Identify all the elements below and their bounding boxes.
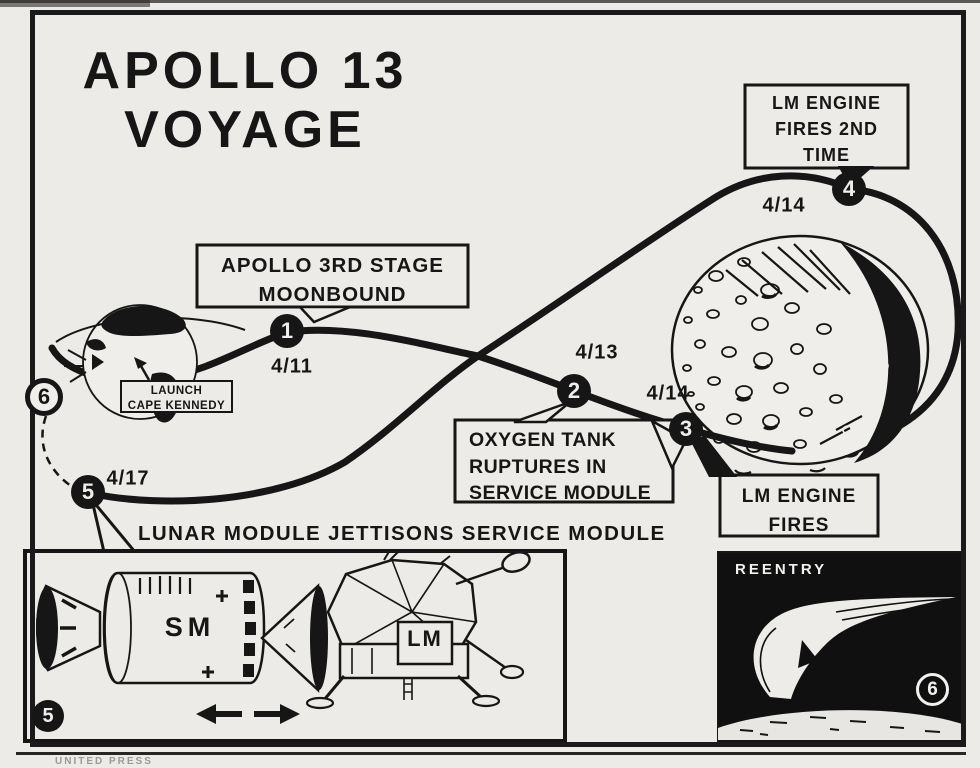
moon-illustration: [670, 234, 930, 481]
callout-boxes: [120, 83, 910, 538]
continent-blob: [86, 339, 106, 351]
continent-north-america: [101, 305, 186, 336]
reentry-ground-horizon: [718, 710, 962, 740]
credit-text: UNITED PRESS: [55, 756, 153, 767]
sm-illustration: [36, 571, 266, 685]
title-line-2: VOYAGE: [124, 101, 366, 160]
lm-illustration: [305, 549, 531, 710]
moon-crater-shadows: [736, 292, 779, 431]
moon-hatching: [725, 243, 863, 445]
inset-separation-box: [23, 549, 567, 743]
date-label-5: 4/17: [106, 467, 150, 490]
callout-box-launch: [120, 380, 233, 413]
callout-box-lm-engine: [718, 473, 880, 538]
reentry-descent-dashed-line: [41, 415, 72, 488]
title-line-1: APOLLO 13: [82, 42, 408, 100]
photo-edge-top: [0, 0, 980, 3]
photo-edge-bottom: [16, 752, 966, 755]
photo-edge-corner: [0, 0, 150, 7]
cape-kennedy-arrow: [134, 357, 151, 381]
date-label-2: 4/13: [575, 341, 619, 364]
date-label-4: 4/14: [762, 194, 806, 217]
inset-marker-5: 5: [32, 700, 64, 732]
date-label-1: 4/11: [271, 355, 313, 378]
waypoint-marker-4: 4: [832, 172, 866, 206]
callout-box-oxygen-tank: [453, 418, 675, 504]
lm-label: LM: [407, 626, 443, 651]
sm-label: SM: [164, 612, 216, 642]
moon-craters: [682, 257, 843, 453]
moon-shadow-crescent: [840, 242, 921, 463]
callout-box-lm-engine-2nd: [743, 83, 910, 170]
trajectory-return-path: [90, 172, 854, 505]
parking-orbit-ring: [55, 316, 246, 343]
waypoint-marker-6: 6: [25, 378, 63, 416]
launch-burst: [64, 349, 104, 383]
diagram-frame: [30, 10, 966, 747]
reentry-title: REENTRY: [735, 561, 828, 578]
waypoint-marker-3: 3: [669, 412, 703, 446]
inset-caption: LUNAR MODULE JETTISONS SERVICE MODULE: [138, 522, 666, 545]
callout-box-third-stage: [195, 243, 470, 309]
reentry-marker-6: 6: [916, 673, 949, 706]
waypoint-marker-1: 1: [270, 314, 304, 348]
date-label-3: 4/14: [646, 382, 690, 405]
moon-craters-in-shadow: [842, 324, 889, 435]
page-title: APOLLO 13 VOYAGE: [45, 42, 445, 161]
reentry-capsule-illustration: [753, 597, 956, 699]
waypoint-marker-5: 5: [71, 475, 105, 509]
command-module-cone: [260, 583, 328, 693]
waypoint-marker-2: 2: [557, 374, 591, 408]
separation-arrows: [196, 704, 300, 724]
